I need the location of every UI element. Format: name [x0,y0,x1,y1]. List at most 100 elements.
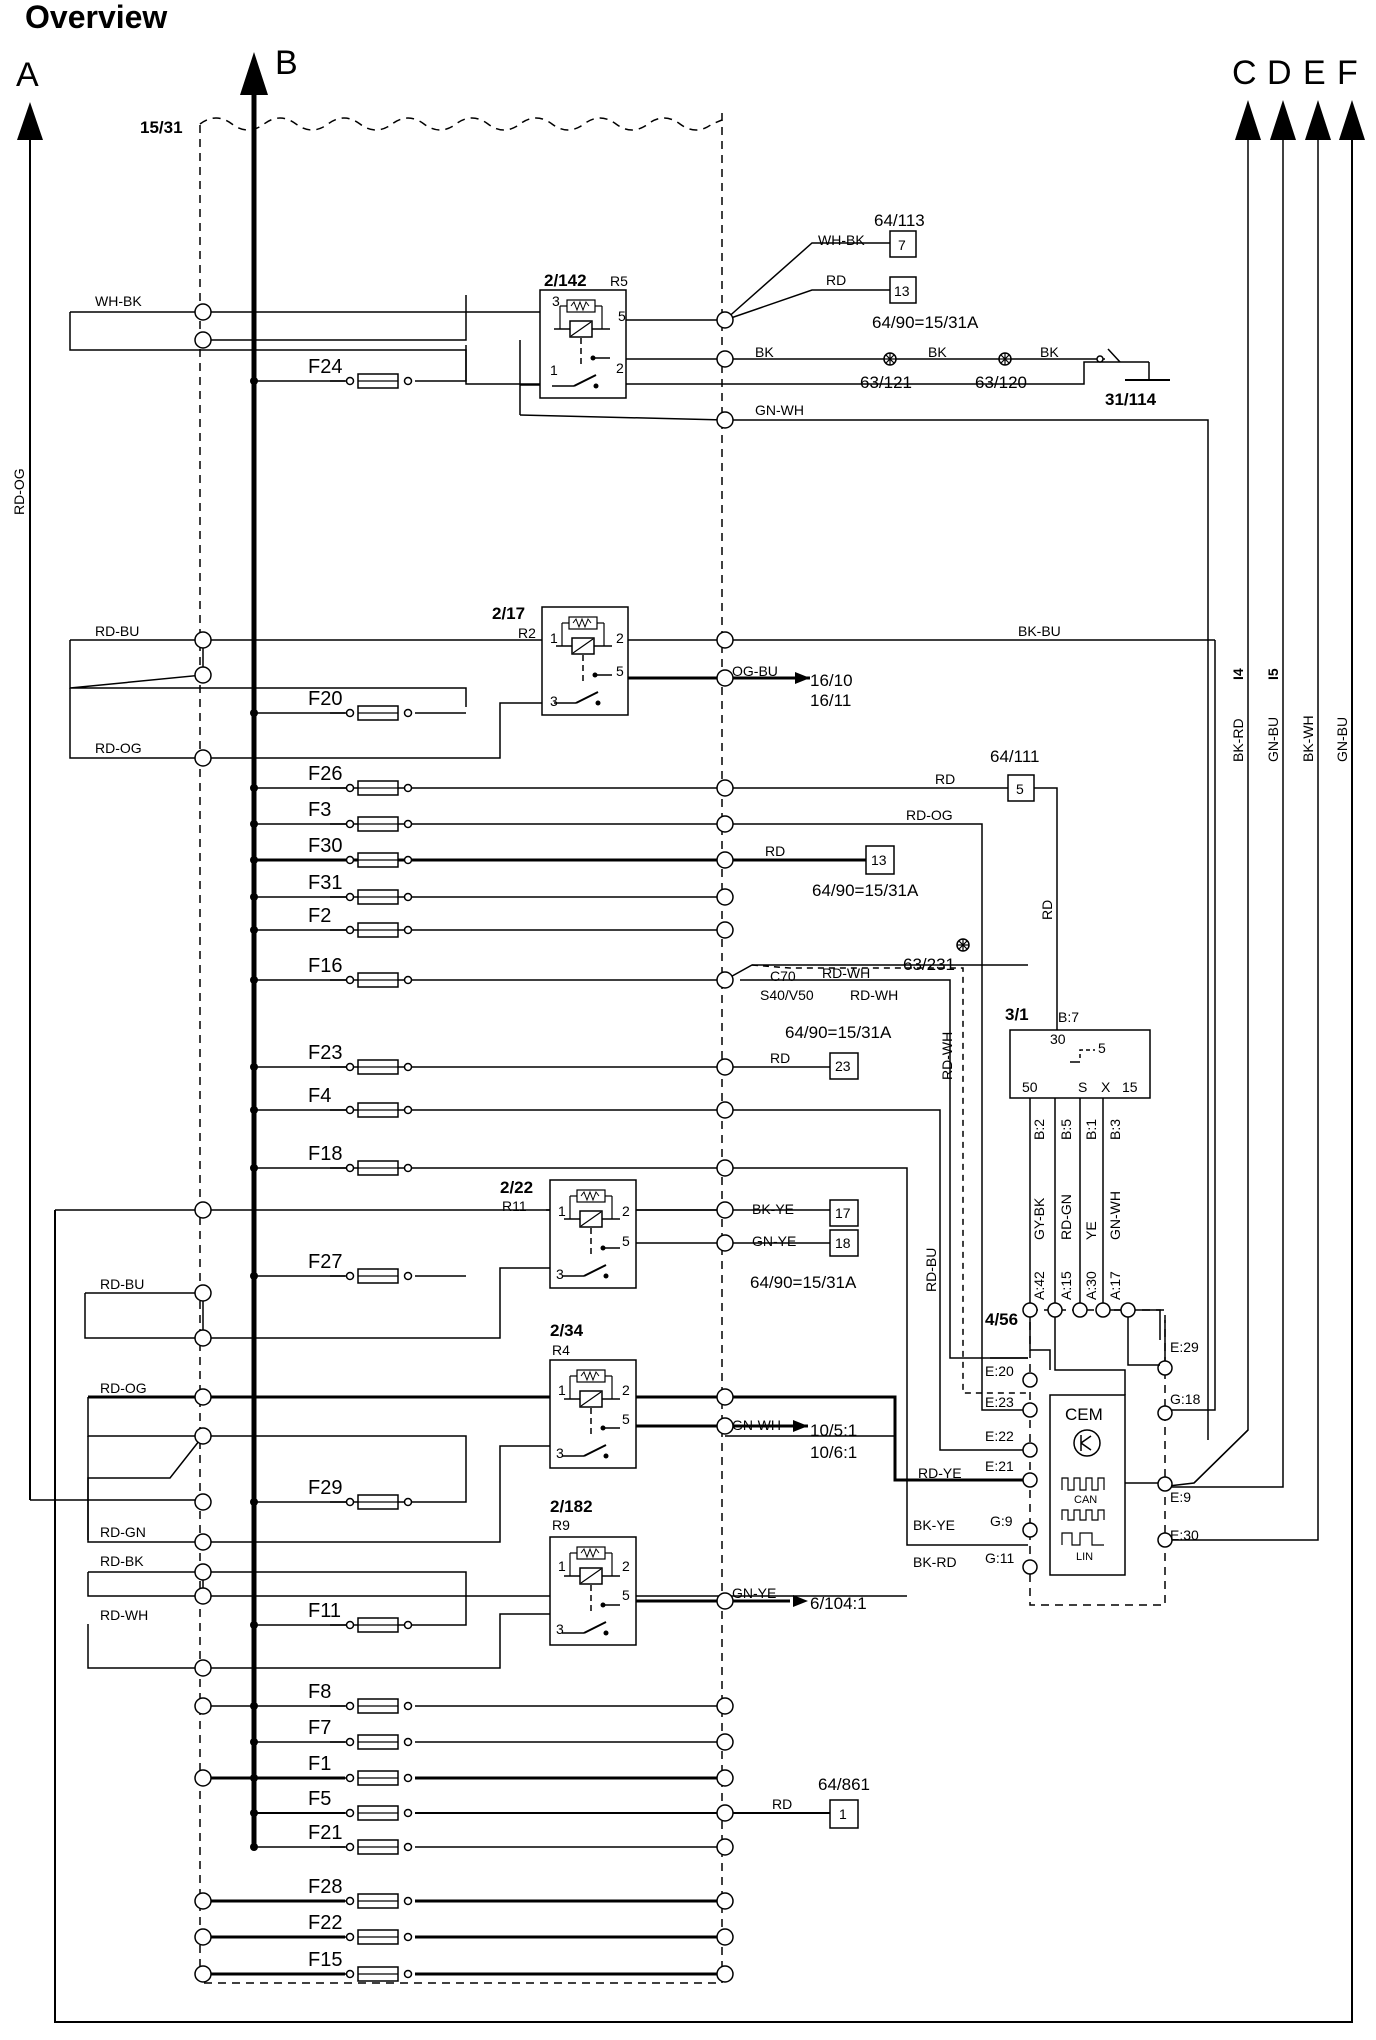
connector-e: E [1303,54,1331,140]
component-label: 64/90=15/31A [750,1273,857,1292]
wire-label: RD-WH [822,965,870,981]
connector-b-bus: B [240,44,298,1848]
connector-f-label: F [1337,54,1358,92]
wire-label: RD-WH [100,1607,148,1623]
connector-c-label: C [1232,54,1257,92]
fuse-label: F4 [308,1085,331,1107]
transistor-icon [1073,1429,1101,1457]
pin-box-label: 23 [835,1058,851,1074]
wire-label: RD [765,843,785,859]
lin-waveform-icon [1061,1532,1104,1546]
wire-label: GN-YE [752,1233,796,1249]
fuse-label: F30 [308,835,342,857]
wire-label: GN-WH [732,1417,781,1433]
page-title: Overview [25,0,167,35]
cem-pin: E:29 [1170,1339,1199,1355]
fuse-label: F28 [308,1876,342,1898]
output-arrows [793,672,810,1607]
lin-label: LIN [1076,1551,1093,1563]
can-label: CAN [1074,1494,1097,1506]
relay-code: R5 [610,273,628,289]
wire-label: GN-BU [1265,717,1281,762]
pin-box-label: 5 [1016,781,1024,797]
relay-2-22: 2/22 R11 1 2 5 3 [500,1178,637,1289]
fuse-labels: F24 F20 F26 F3 F30 F31 F2 F16 F23 F4 F18… [308,356,342,1971]
wire-label: BK-WH [1300,715,1316,762]
component-label: 10/5:1 [810,1421,857,1440]
relay-pin: 2 [622,1558,630,1574]
component-label: 4/56 [985,1310,1018,1329]
wire-label: RD-GN [100,1524,146,1540]
component-label: 16/10 [810,671,853,690]
component-label: 31/114 [1105,390,1157,409]
pin-box-labels: 7 13 5 13 23 17 18 1 [835,237,1024,1822]
cem-pin: E:21 [985,1458,1014,1474]
fuse-label: F20 [308,688,342,710]
module-id-label: 15/31 [140,118,183,137]
component-label: 64/90=15/31A [872,313,979,332]
relay-code: R2 [518,625,536,641]
cem-pin: G:11 [985,1550,1015,1566]
relay-pin: 2 [622,1203,630,1219]
fuse-label: F5 [308,1788,331,1810]
fuses [329,373,413,1982]
fuse-label: F27 [308,1251,342,1273]
cem-pin: E:22 [985,1428,1014,1444]
wire-label: YE [1083,1221,1099,1240]
fuse-label: F7 [308,1717,331,1739]
component-label: 63/121 [860,373,912,392]
fuse-label: F18 [308,1143,342,1165]
relay-2-142: 2/142 R5 3 5 1 2 [539,271,628,399]
wire-label: OG-BU [732,663,778,679]
terminal-circles [194,303,734,1983]
relay-2-182: 2/182 R9 1 2 5 3 [549,1497,637,1646]
wire-labels: WH-BK WH-BK RD BK BK BK GN-WH RD-OG RD-B… [11,232,1350,1812]
component-label: 64/113 [874,211,925,230]
wire-label: BK-RD [913,1554,957,1570]
cem-pin: A:30 [1083,1271,1099,1300]
splices [883,352,1012,952]
wire-label: RD [935,771,955,787]
relay-pin: 3 [556,1266,564,1282]
pin-box-label: 18 [835,1235,851,1251]
pin-box-label: 1 [839,1806,847,1822]
fuse-label: F15 [308,1949,342,1971]
fuse-label: F11 [308,1600,341,1622]
switch-pin: B:3 [1107,1119,1123,1140]
wire-label: RD-OG [100,1380,147,1396]
wire-label: RD [770,1050,790,1066]
wire-label: GN-YE [732,1585,776,1601]
switch-pin: S [1078,1079,1087,1095]
switch-pin: 50 [1022,1079,1038,1095]
wire-label: GN-BU [1334,717,1350,762]
fuse-label: F16 [308,955,342,977]
fuse-label: F21 [308,1822,342,1844]
wire-label: RD-BU [923,1248,939,1292]
cem-pin: E:23 [985,1394,1014,1410]
cem-pin: E:9 [1170,1489,1191,1505]
connector-c: C [1232,54,1261,140]
wire-label: RD-WH [850,987,898,1003]
cem-pin: G:9 [990,1513,1013,1529]
wire-label: RD-WH [939,1032,955,1080]
wire-label: GN-WH [1107,1191,1123,1240]
relay-pin: 5 [622,1587,630,1603]
component-label: 10/6:1 [810,1443,857,1462]
component-label: 64/90=15/31A [785,1023,892,1042]
relay-2-34: 2/34 R4 1 2 5 3 [549,1321,637,1469]
relay-pin: 1 [558,1382,566,1398]
component-label: 64/90=15/31A [812,881,919,900]
relay-pin: 5 [622,1411,630,1427]
cem-pin: A:42 [1031,1271,1047,1300]
relay-id: 2/34 [550,1321,584,1340]
relay-id: 2/17 [492,604,525,623]
wire-label: RD-OG [906,807,953,823]
relay-pin: 3 [556,1621,564,1637]
wire-label: RD-BU [100,1276,144,1292]
relay-pin: 2 [622,1382,630,1398]
wire-label: C70 [770,968,796,984]
connector-a: A [16,56,43,1500]
relay-pin: 1 [550,362,558,378]
relay-pin: 1 [558,1558,566,1574]
